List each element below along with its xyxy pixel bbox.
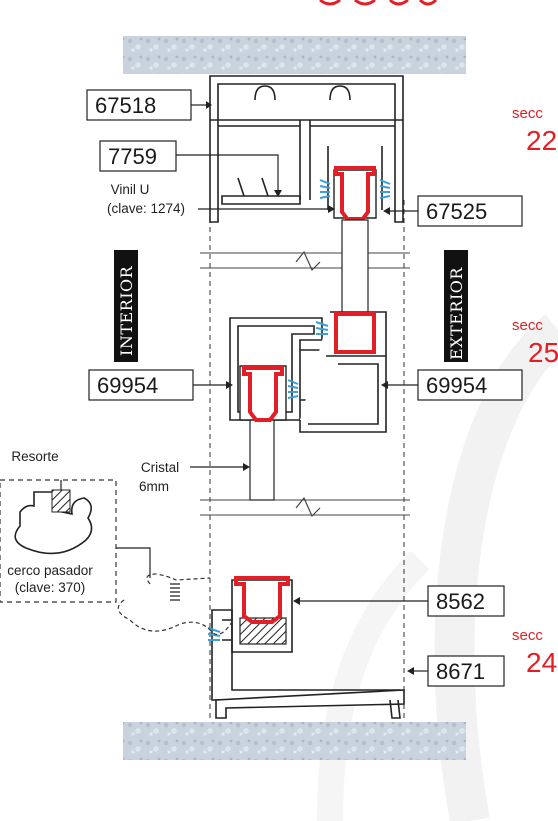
inset-connector [116, 547, 151, 578]
code-7759: 7759 [108, 144, 157, 169]
wall-bottom [123, 722, 466, 760]
section-word-2: secc [512, 317, 543, 334]
code-8562: 8562 [436, 589, 485, 614]
callout-69954-right: 69954 [381, 369, 523, 401]
exterior-label-box [444, 250, 468, 362]
top-glass-holder [319, 166, 391, 222]
cerco-label-line1: cerco pasador [7, 563, 93, 578]
code-67518: 67518 [95, 93, 156, 118]
callout-7759: 7759 [99, 140, 282, 197]
middle-left-glass-holder [239, 365, 299, 422]
code-69954-right: 69954 [426, 373, 487, 398]
break-line-bottom [200, 496, 410, 518]
top-red-fragment [319, 0, 438, 6]
callout-cristal: Cristal 6mm [139, 460, 250, 494]
spring-installed [170, 583, 180, 601]
code-69954-left: 69954 [97, 373, 158, 398]
cerco-pasador-installed-outline [117, 573, 233, 635]
wall-top [123, 36, 466, 74]
section-number-1: 22 [526, 125, 557, 156]
callout-8562: 8562 [293, 585, 505, 617]
callout-67518: 67518 [86, 89, 212, 121]
break-line-top [200, 250, 410, 272]
cristal-label-line2: 6mm [139, 479, 169, 494]
section-number-3: 24 [526, 647, 557, 678]
vinil-label-line2: (clave: 1274) [107, 201, 185, 216]
callout-8671: 8671 [407, 655, 505, 687]
exterior-label: EXTERIOR [447, 267, 466, 360]
cerco-label-line2: (clave: 370) [15, 580, 86, 595]
interior-label: INTERIOR [117, 265, 136, 356]
code-67525: 67525 [426, 199, 487, 224]
callout-vinil: Vinil U (clave: 1274) [107, 182, 335, 216]
glass-pane-upper [341, 219, 369, 321]
top-frame-profile [209, 75, 404, 223]
callout-67525: 67525 [383, 195, 523, 227]
section-number-2: 25 [528, 337, 558, 368]
section-word-3: secc [512, 627, 543, 644]
callout-69954-left: 69954 [88, 369, 233, 401]
resorte-label: Resorte [11, 449, 58, 464]
sill-profile [215, 689, 405, 719]
vinil-label-line1: Vinil U [111, 182, 150, 197]
section-word-1: secc [512, 105, 543, 122]
code-8671: 8671 [436, 659, 485, 684]
cerco-pasador-shape [14, 491, 93, 555]
interior-label-box [114, 250, 138, 362]
resorte-spring [51, 489, 71, 513]
bottom-glass-holder [207, 576, 290, 641]
middle-right-glass-holder [315, 312, 376, 354]
cristal-label-line1: Cristal [141, 460, 179, 475]
